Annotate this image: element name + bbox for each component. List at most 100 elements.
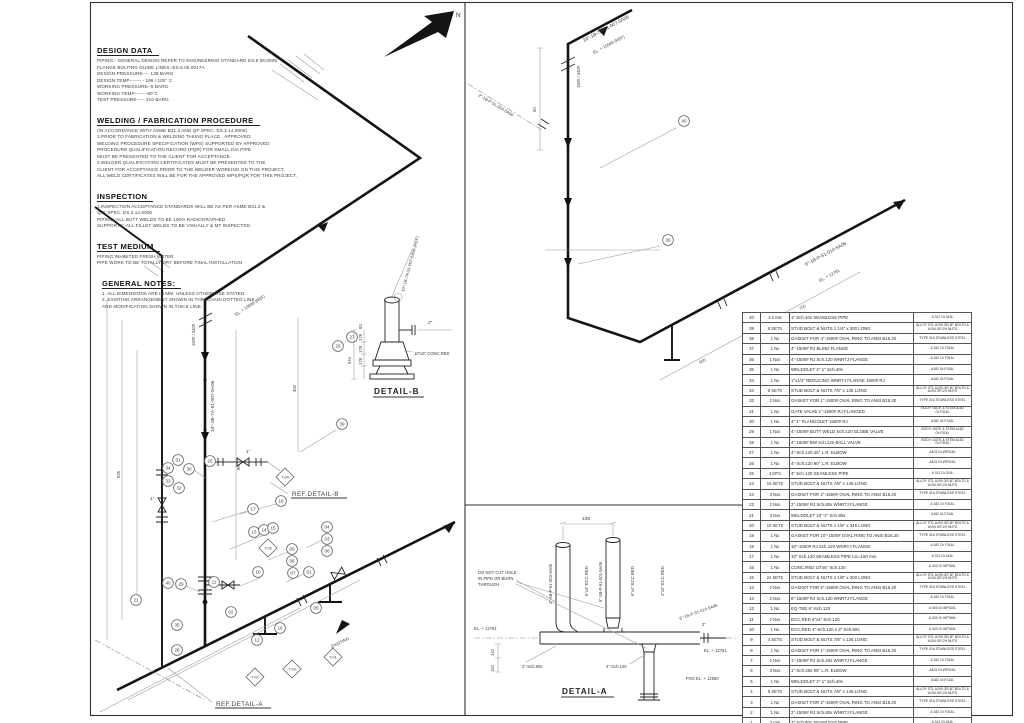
design-data-section: DESIGN DATA PIPING:- GENERAL DESIGN REFE… (97, 40, 277, 104)
detail-b-view: 544 178 178 178 83 2" 10"x6" CONC.RED 10… (347, 235, 452, 398)
existing-arrow-icon (336, 620, 350, 634)
note-line: PIPING:INHIBITED FRESH WATER. (97, 253, 175, 259)
north-label: N (456, 12, 461, 19)
bom-cell: STUD BOLT & NUTS 7/8" x 145 LONG (789, 478, 914, 490)
bom-cell: STUD BOLT & NUTS 1 1/8" x 200 LONG (789, 571, 914, 584)
item-balloon-number: 31 (175, 458, 181, 463)
bom-cell: 1 No (760, 457, 790, 469)
item-balloon (172, 454, 184, 466)
bom-cell: 2 Nos (760, 592, 790, 604)
bom-cell: A 312 Gr.316L (913, 550, 972, 563)
bom-cell: 1" Sch.40s SEAMLESS PIPE (789, 311, 914, 324)
bom-cell: 3 Nos (760, 509, 790, 521)
note-line: TEST PRESSURE----- 210 BARG (97, 97, 169, 103)
item-balloon-number: 11 (212, 580, 217, 585)
note-line: 1. ALL DIMENSIONS ARE IN MM. UNLESS OTHE… (102, 290, 246, 296)
bom-cell: A 312 Gr.316L (913, 717, 972, 723)
item-balloon-number: 21 (133, 598, 139, 603)
bom-cell: 1 No (760, 623, 790, 636)
item-balloon (162, 577, 174, 589)
item-balloon-number: 32 (176, 486, 182, 491)
item-balloon-number: 39 (339, 422, 345, 427)
existing-line-end (537, 118, 550, 130)
bom-cell: 27 (742, 447, 761, 459)
bom-cell: EQ-TEE 6"-Sch.120 (789, 602, 914, 615)
bom-cell: 24 SETS (760, 571, 790, 584)
item-balloon-number: 27 (349, 335, 355, 340)
note-line: DESIGN TEMP------- - 196 / 100° C (97, 77, 173, 83)
item-balloon (173, 482, 185, 494)
bom-cell: A 182 Gr F316L (913, 706, 972, 719)
item-balloon (310, 602, 322, 614)
item-balloon (208, 576, 220, 588)
detail-a-reducer3: 4"x2" ECC.RED (660, 566, 665, 596)
bom-cell: ALLOY STL A193 GR.B7 BOLTS & A194 GR.2H … (913, 634, 972, 646)
bom-cell: 1 (742, 717, 761, 723)
bom-cell: 10 SETS (760, 519, 790, 532)
item-balloon (321, 545, 333, 557)
support-tag-diamond (275, 467, 295, 487)
item-balloon (287, 567, 299, 579)
bom-cell: GASKET FOR 2"-1500# OVAL RING TO ANSI B1… (789, 488, 914, 501)
bom-cell: 4 MTS (760, 467, 790, 480)
item-balloon-number: 01 (306, 570, 312, 575)
item-balloon (336, 418, 348, 430)
bom-cell: A403 Gr.WP316L (913, 457, 972, 469)
note-line: MUST BE PRESENTED TO THE CLIENT FOR ACCE… (97, 153, 232, 159)
class-break-label: 150# / 340# (191, 323, 196, 346)
bom-cell: 33 (742, 384, 761, 397)
detail-a-sch120: 4"-Sch.120 (606, 664, 627, 669)
bom-cell: 4"-1500# RJ Sch.120 WNRTJ FLANGE (789, 353, 914, 365)
bom-cell: A182 Gr.F316L (913, 363, 972, 376)
test-medium-section: TEST MEDIUM PIPING:INHIBITED FRESH WATER… (97, 236, 275, 267)
existing-line (467, 83, 543, 131)
note-line: PROCEDURE QUALIFICATION RECORD (PQR) FOR… (97, 147, 252, 153)
branch-size-label: 1" (246, 449, 251, 455)
bom-cell: A 312 Gr.316L (913, 467, 972, 480)
right-dim-700: 700 (798, 303, 807, 311)
bom-cell: GATE VALVE 1"-1500# RJ FLANGED (789, 405, 914, 417)
bom-cell: 4 SETS (760, 634, 790, 646)
item-balloon (346, 331, 358, 343)
bom-cell: 10"-1500# RJ Sch.120 WNRTJ FLANGE (789, 540, 914, 553)
bom-cell: 1 Nos (760, 353, 790, 365)
bom-cell: GASKET FOR 1"-1500# OVAL RING TO ANSI B1… (789, 644, 914, 656)
bom-cell: A 403 Gr WP316L (913, 623, 972, 636)
item-balloon (225, 606, 237, 618)
bom-cell: 1"-1500# RJ Sch.40s WNRTJ FLANGE (789, 654, 914, 667)
detail-a-el-right: EL. + 12761 (704, 648, 727, 653)
bom-cell: 29 (742, 426, 761, 438)
detail-a-pos-el: POS EL. + 12560 (686, 676, 719, 681)
bom-cell: 2 Nos (760, 654, 790, 667)
bom-cell: 20 (742, 519, 761, 532)
right-dim-500: 500 (698, 357, 707, 365)
bom-cell: A 403 Gr WP316L (913, 602, 972, 615)
bom-cell: ALLOY STL A193 GR.B7 BOLTS & A194 GR.2H … (913, 322, 972, 334)
right-dim-50: 50 (532, 107, 537, 112)
bom-cell: 4 (742, 686, 761, 698)
flow-arrow-icon (893, 200, 905, 210)
detail-a-note-2: IN PIPE OR BURN (478, 576, 513, 581)
bom-cell: 1 No (760, 706, 790, 719)
note-line: PIPING:-ALL BUTT WELDS TO BE 100% RADIOG… (97, 216, 226, 222)
note-line: SUPPORTS:-ALL FILLET WELDS TO BE VISUALL… (97, 223, 252, 229)
item-balloon-number: 30 (186, 467, 192, 472)
bom-cell: 39 (742, 322, 761, 334)
item-balloon-number: 25 (207, 459, 213, 464)
bom-cell: 4"-Sch.120 90° L.R. ELBOW (789, 457, 914, 469)
item-balloon-number: 16 (277, 626, 283, 631)
detail-a-pipe1-line: 4"-1B-P-51-003-5A06 (548, 563, 553, 604)
bom-cell: 34 (742, 374, 761, 386)
